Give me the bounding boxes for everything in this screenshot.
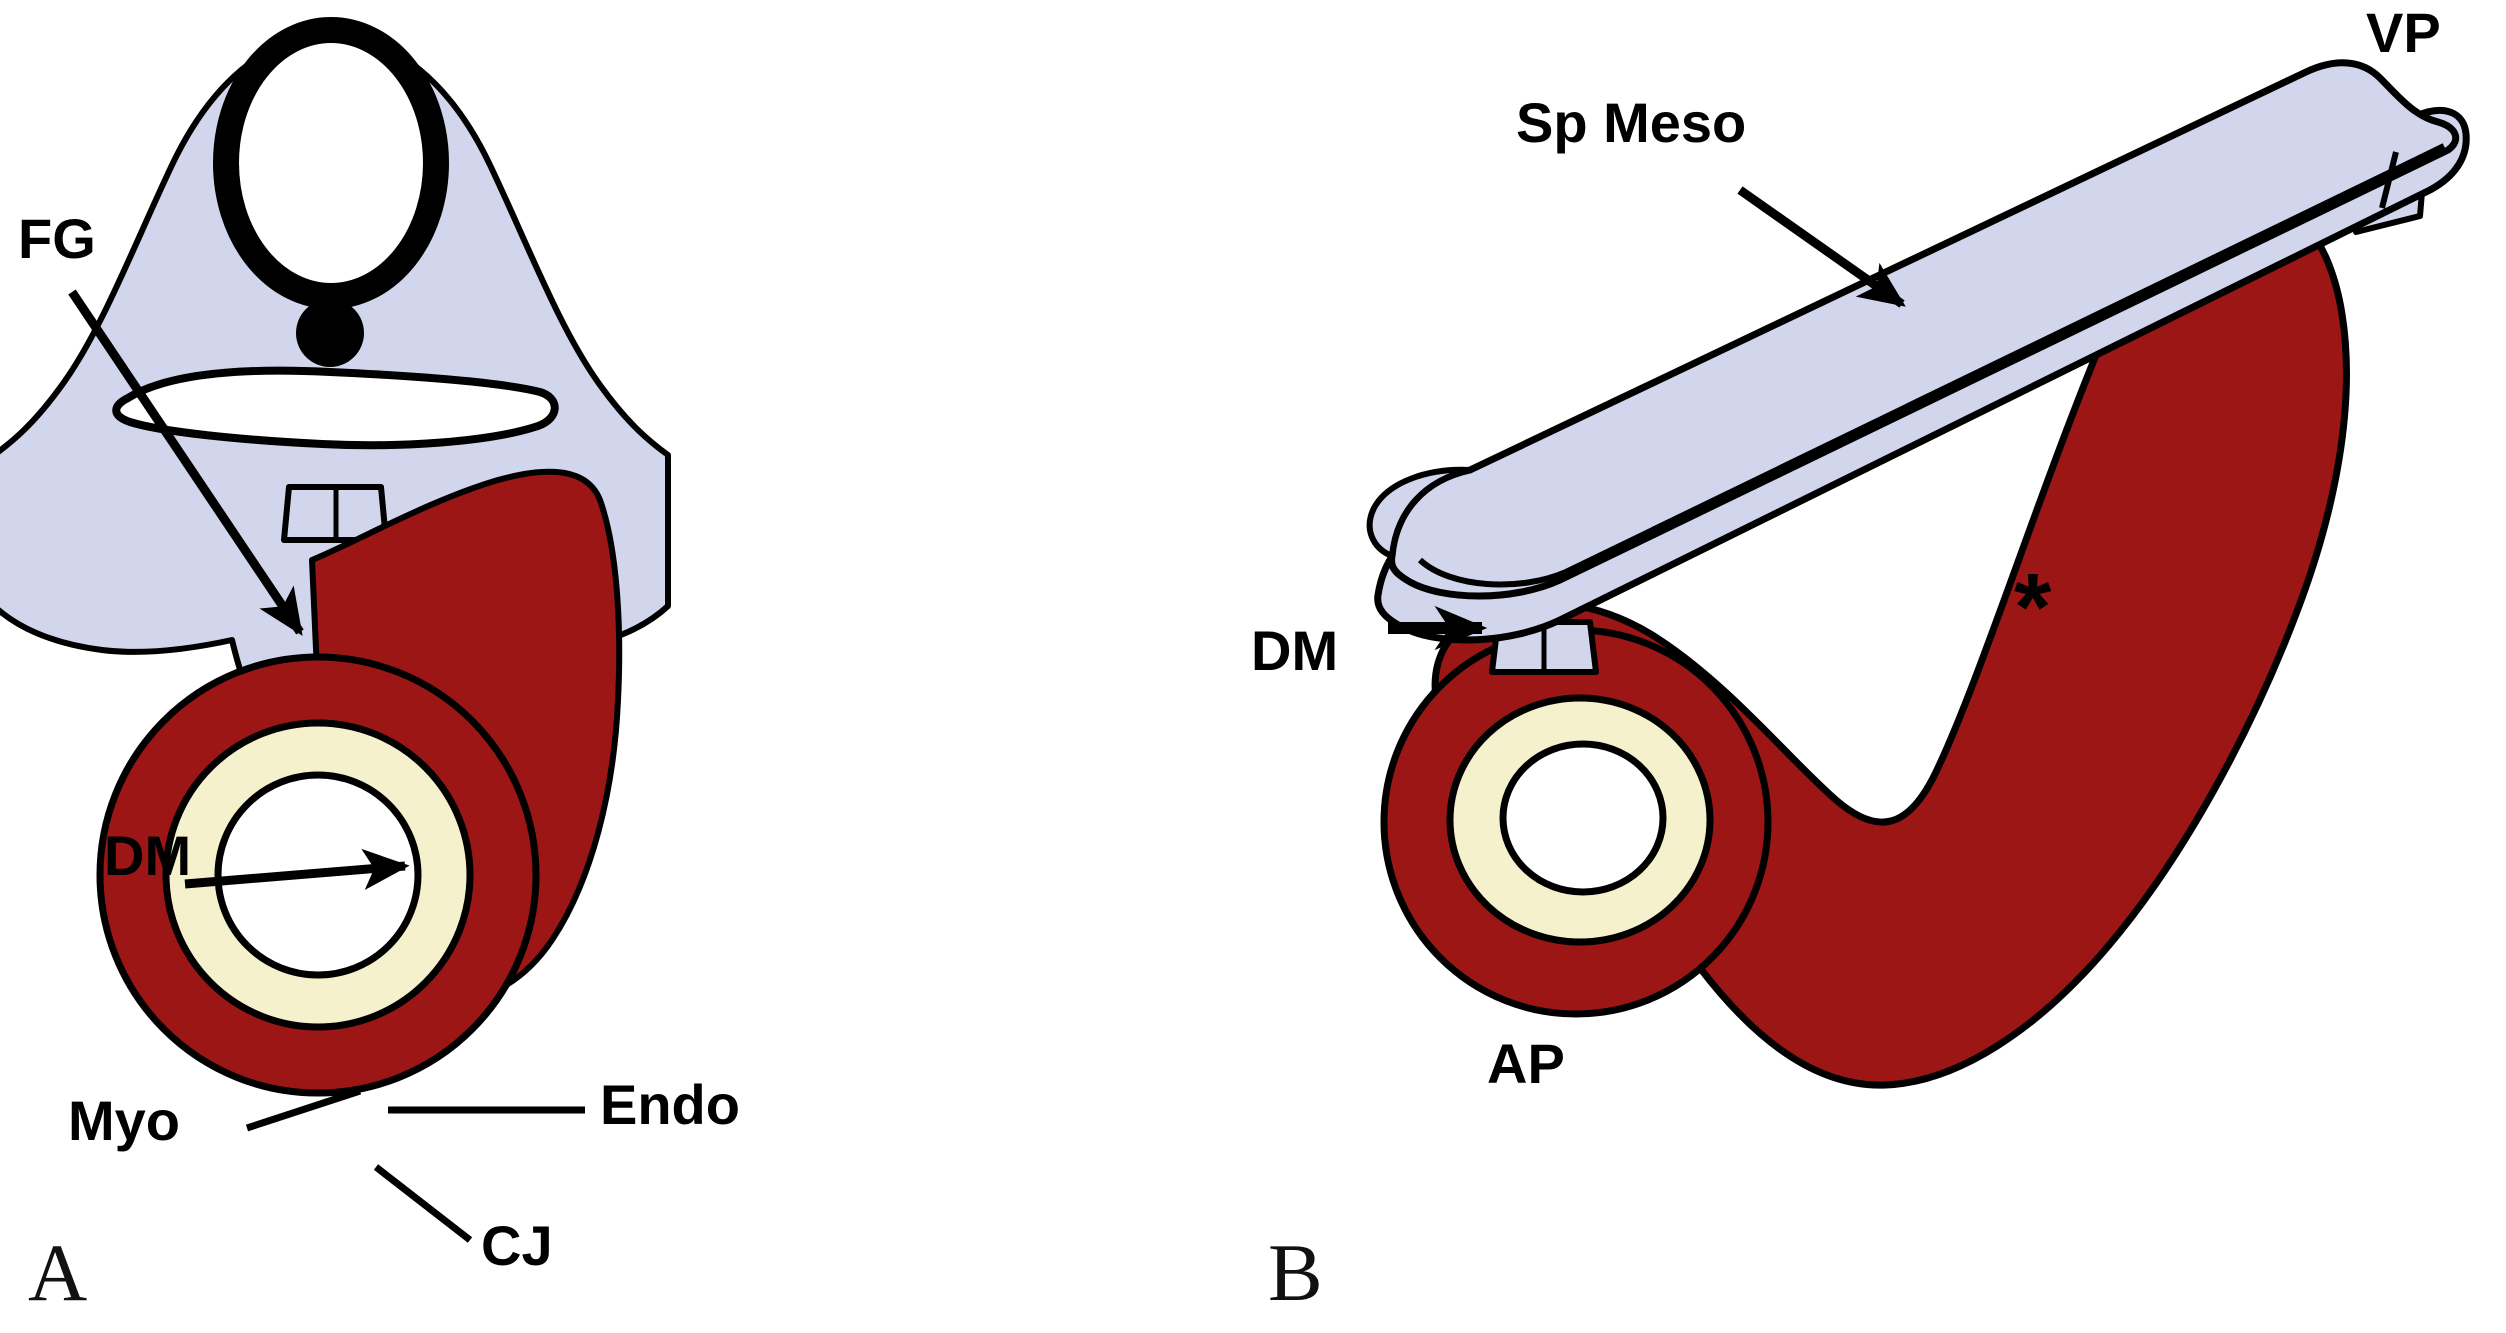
label-myo: Myo [68, 1089, 180, 1152]
vp-seam-line [2379, 151, 2399, 209]
label-endo: Endo [600, 1073, 740, 1136]
panel-b-group: Sp Meso VP DM AP * B [1251, 1, 2470, 1318]
fg-arrow [68, 289, 304, 636]
sp-mesoderm-fold-crease [1417, 143, 2446, 588]
myo-leader-line [245, 1087, 362, 1132]
label-sp-meso: Sp Meso [1516, 91, 1746, 154]
label-dm-a: DM [104, 824, 191, 887]
panel-a-group: FG DM Myo Endo CJ A [0, 17, 740, 1318]
label-dm-b: DM [1251, 619, 1338, 682]
pericardial-cavity-asterisk: * [2014, 554, 2052, 661]
foregut-lumen [112, 366, 559, 450]
cj-leader-line [373, 1164, 473, 1243]
neural-tube-lumen [213, 17, 449, 309]
label-fg: FG [18, 207, 96, 270]
label-ap: AP [1487, 1032, 1565, 1095]
panel-letter-a: A [28, 1227, 87, 1318]
panel-letter-b: B [1268, 1227, 1323, 1318]
notochord-dot [296, 299, 364, 367]
spmeso-arrow [1737, 186, 1906, 308]
label-cj: CJ [481, 1214, 553, 1277]
sp-mesoderm-left-lip [1366, 466, 1473, 559]
endocardial-lumen-b [1499, 740, 1667, 896]
dm-a-arrow [184, 848, 410, 890]
label-vp: VP [2366, 1, 2441, 64]
